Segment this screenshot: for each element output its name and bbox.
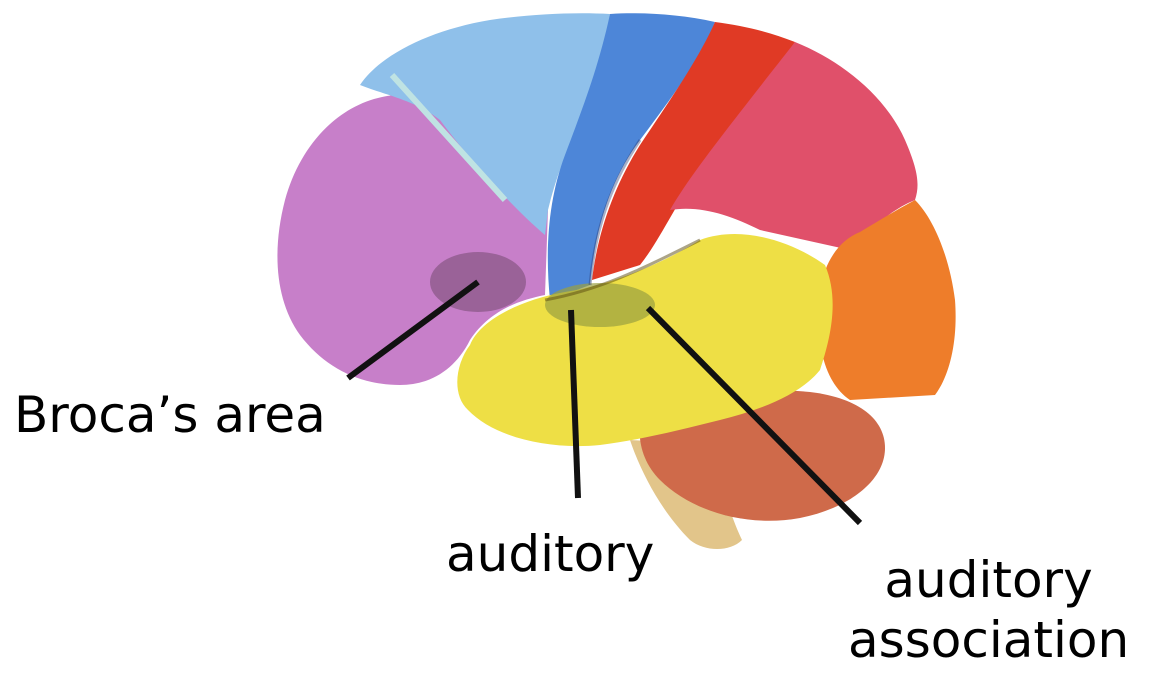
auditory-association-label: auditory association	[848, 550, 1129, 670]
auditory-region	[545, 283, 655, 327]
auditory-label: auditory	[446, 524, 654, 584]
auditory-association-label-line2: association	[848, 610, 1129, 670]
broca-area-label: Broca’s area	[14, 385, 326, 445]
auditory-association-label-line1: auditory	[848, 550, 1129, 610]
